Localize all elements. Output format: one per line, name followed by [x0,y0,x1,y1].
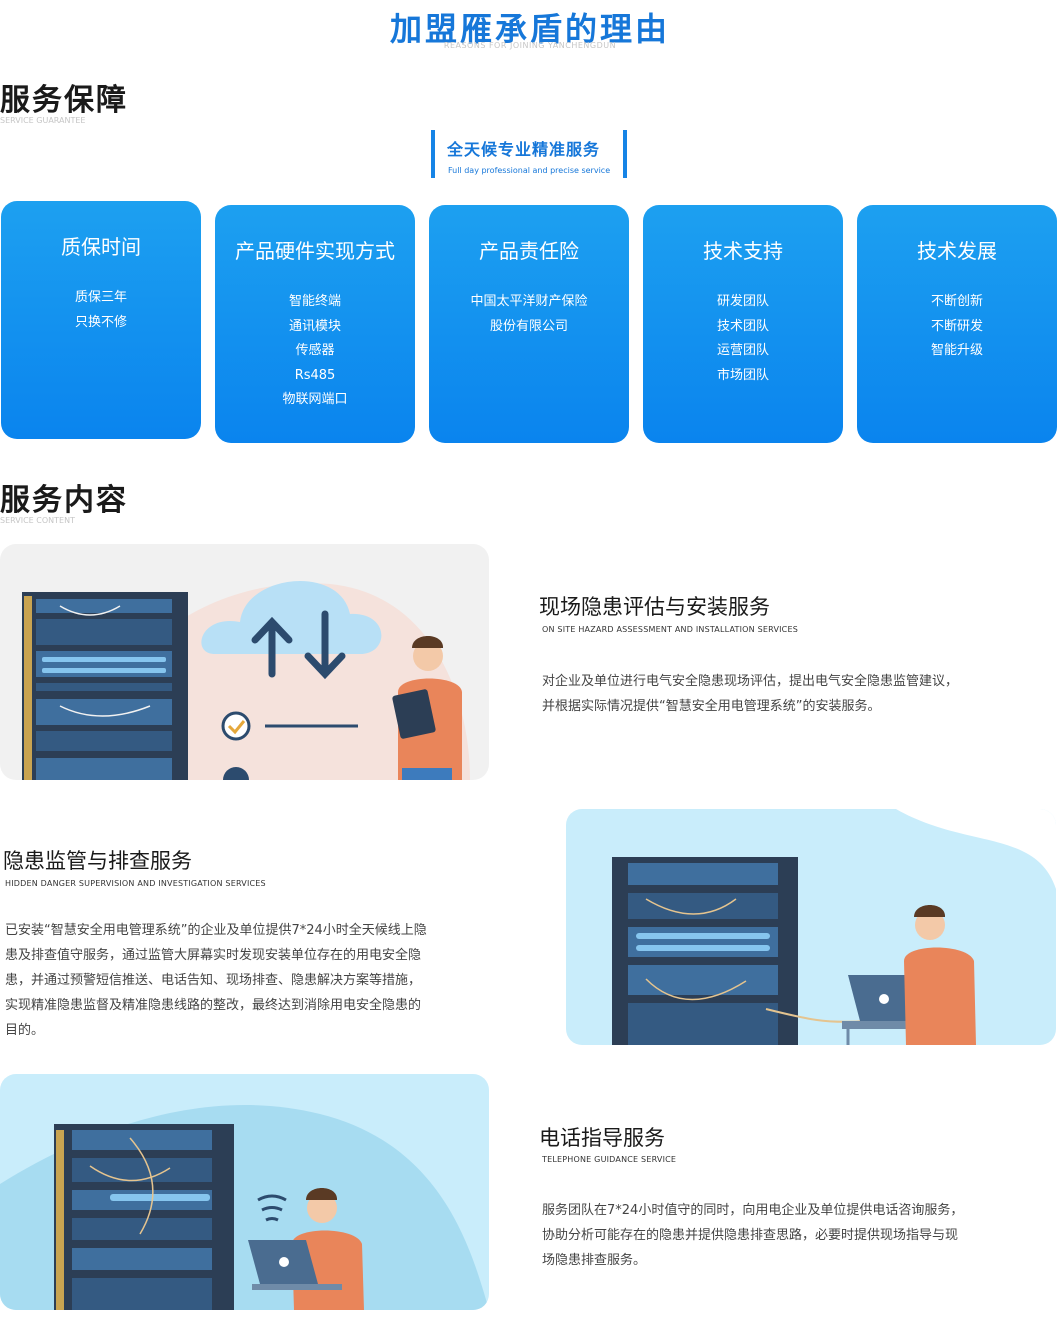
guarantee-section-subtitle: SERVICE GUARANTEE [0,116,86,125]
laptop-icon [842,975,958,1045]
card-title: 质保时间 [61,235,141,259]
card-line: 运营团队 [716,343,769,358]
desc-line: 对企业及单位进行电气安全隐患现场评估，提出电气安全隐患监管建议， [542,674,959,689]
desc-line: 协助分析可能存在的隐患并提供隐患排查思路，必要时提供现场指导与现 [542,1228,959,1243]
card-tech-development: 技术发展 不断创新 不断研发 智能升级 [857,205,1057,443]
guarantee-banner-subtitle: Full day professional and precise servic… [448,166,611,175]
card-line: 智能升级 [930,343,983,358]
desc-line: 并根据实际情况提供“智慧安全用电管理系统”的安装服务。 [542,699,881,714]
down-arrow-icon [304,610,346,680]
service-description: 对企业及单位进行电气安全隐患现场评估，提出电气安全隐患监管建议， 并根据实际情况… [542,669,958,719]
guarantee-banner-frame [431,130,627,178]
check-circle-icon [221,711,251,741]
up-arrow-icon [251,616,293,678]
card-line: 物联网端口 [282,392,348,407]
desc-line: 服务团队在7*24小时值守的同时，向用电企业及单位提供电话咨询服务， [542,1203,964,1218]
wifi-icon [257,1194,287,1222]
card-line: Rs485 [294,367,336,383]
card-line: 中国太平洋财产保险 [470,294,588,309]
card-title: 产品硬件实现方式 [235,239,395,263]
desc-line: 目的。 [5,1023,45,1038]
desc-line: 患，并通过预警短信推送、电话告知、现场排查、隐患解决方案等措施， [5,973,422,988]
supervision-service-illustration [566,809,1056,1045]
server-rack-icon [54,1124,234,1310]
card-title: 技术发展 [917,239,997,263]
laptop-icon [248,1240,342,1290]
server-rack-icon [22,592,188,780]
card-tech-support: 技术支持 研发团队 技术团队 运营团队 市场团队 [643,205,843,443]
card-warranty: 质保时间 质保三年 只换不修 [1,201,201,439]
page-subtitle: REASONS FOR JOINING YANCHENGDUN [443,41,617,50]
content-section-subtitle: SERVICE CONTENT [0,516,75,525]
phone-service-illustration [0,1074,489,1310]
card-line: 研发团队 [716,294,769,309]
desc-line: 患及排查值守服务，通过监管大屏幕实时发现安装单位存在的用电安全隐 [5,948,422,963]
service-title: 现场隐患评估与安装服务 [539,595,770,619]
desc-line: 场隐患排查服务。 [542,1253,647,1268]
guarantee-banner-title: 全天候专业精准服务 [447,140,601,159]
card-title: 技术支持 [703,239,783,263]
desc-line: 已安装“智慧安全用电管理系统”的企业及单位提供7*24小时全天候线上隐 [5,923,427,938]
card-line: 股份有限公司 [489,318,568,334]
tablet-icon [392,689,436,739]
card-hardware: 产品硬件实现方式 智能终端 通讯模块 传感器 Rs485 物联网端口 [215,205,415,443]
cloud-icon [201,580,382,654]
card-line: 只换不修 [74,314,127,330]
person-icon [292,1188,364,1310]
person-icon [904,905,976,1045]
service-subtitle: HIDDEN DANGER SUPERVISION AND INVESTIGAT… [5,879,266,888]
card-line: 通讯模块 [288,318,341,334]
onsite-service-illustration [0,544,489,780]
card-line: 不断创新 [930,294,983,309]
service-description: 服务团队在7*24小时值守的同时，向用电企业及单位提供电话咨询服务， 协助分析可… [542,1198,963,1273]
card-liability-insurance: 产品责任险 中国太平洋财产保险 股份有限公司 [429,205,629,443]
service-title: 隐患监管与排查服务 [3,849,192,873]
content-section-title: 服务内容 [0,483,128,518]
card-title: 产品责任险 [479,239,579,263]
card-line: 传感器 [295,343,335,358]
desc-line: 实现精准隐患监督及精准隐患线路的整改，最终达到消除用电安全隐患的 [5,998,422,1013]
page-title: 加盟雁承盾的理由 [389,10,670,48]
service-subtitle: ON SITE HAZARD ASSESSMENT AND INSTALLATI… [542,625,799,634]
card-line: 市场团队 [716,367,769,383]
service-description: 已安装“智慧安全用电管理系统”的企业及单位提供7*24小时全天候线上隐 患及排查… [5,918,475,1043]
service-subtitle: TELEPHONE GUIDANCE SERVICE [542,1155,677,1164]
guarantee-section-title: 服务保障 [0,83,128,118]
card-line: 技术团队 [716,318,769,334]
server-rack-icon [612,857,798,1045]
card-line: 智能终端 [288,294,341,309]
card-line: 质保三年 [74,290,127,305]
card-line: 不断研发 [930,318,983,334]
service-title: 电话指导服务 [539,1126,665,1150]
